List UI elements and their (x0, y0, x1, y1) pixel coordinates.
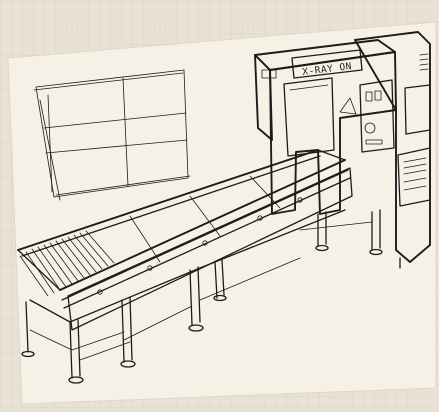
rough-frame-sketch (33, 69, 191, 201)
conveyor-legs (21, 257, 301, 384)
xray-sign (291, 49, 363, 79)
sketch-paper (7, 21, 437, 405)
conveyor-belt (17, 149, 353, 331)
